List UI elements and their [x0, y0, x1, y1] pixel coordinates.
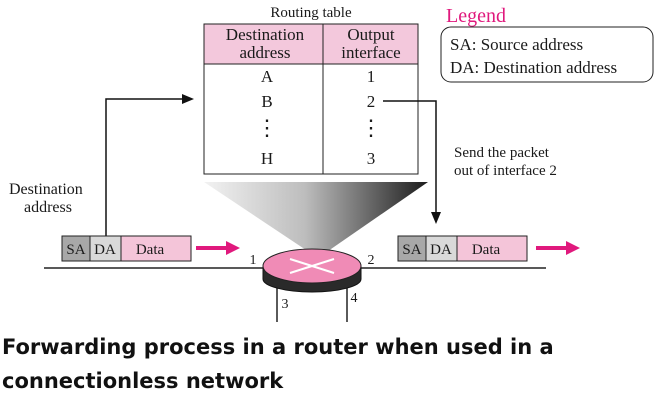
packet-data-label: Data: [136, 242, 165, 258]
router-interface-label: 4: [351, 291, 358, 306]
packet-da-field: [425, 235, 458, 262]
router-interface-label: 2: [368, 253, 375, 268]
forward-arrow: [383, 100, 441, 224]
header-output-line2: interface: [341, 43, 400, 62]
header-output-line1: Output: [347, 25, 395, 44]
legend-title: Legend: [446, 5, 506, 27]
table-cell-interface: 3: [367, 149, 376, 168]
table-body: [203, 63, 419, 175]
legend-item: DA: Destination address: [450, 58, 617, 77]
outgoing-direction-arrow: [536, 241, 580, 255]
outgoing-packet: SA DA Data: [397, 235, 528, 262]
table-cell-interface: ⋮: [360, 115, 382, 140]
packet-data-label: Data: [472, 242, 501, 258]
routing-table-title: Routing table: [270, 5, 352, 21]
incoming-direction-arrow: [196, 241, 240, 255]
legend-item: SA: Source address: [450, 35, 583, 54]
table-cell-interface: 2: [367, 92, 376, 111]
packet-da-label: DA: [94, 242, 116, 258]
packet-da-label: DA: [430, 242, 452, 258]
table-cell-destination: H: [261, 149, 273, 168]
router: 1 2 3 4: [250, 248, 375, 322]
incoming-packet: SA DA Data: [61, 235, 192, 262]
routing-table: Destination address Output interface A 1…: [203, 23, 419, 175]
legend-box: [440, 26, 654, 83]
table-cell-interface: 1: [367, 67, 376, 86]
caption-line: Forwarding process in a router when used…: [2, 335, 554, 359]
packet-data-field: [456, 235, 528, 262]
header-destination-line2: address: [240, 43, 291, 62]
packet-da-field: [89, 235, 122, 262]
table-cell-destination: A: [261, 67, 274, 86]
destination-address-label-line1: Destination: [9, 181, 83, 198]
router-cross-icon: [289, 258, 335, 274]
packet-sa-label: SA: [402, 242, 421, 258]
packet-sa-label: SA: [66, 242, 85, 258]
packet-sa-field: [61, 235, 91, 262]
send-packet-label-line2: out of interface 2: [454, 163, 557, 179]
caption-line: connectionless network: [2, 369, 284, 393]
lookup-funnel: [204, 182, 428, 258]
router-interface-label: 1: [250, 253, 257, 268]
header-destination-line1: Destination: [226, 25, 305, 44]
send-packet-label-line1: Send the packet: [454, 145, 550, 161]
forwarding-diagram: Routing table Destination address Output…: [9, 5, 654, 322]
figure-caption: Forwarding process in a router when used…: [2, 330, 602, 398]
packet-data-field: [120, 235, 192, 262]
table-header-bg: [203, 23, 419, 65]
table-cell-destination: ⋮: [256, 115, 278, 140]
table-cell-destination: B: [261, 92, 272, 111]
destination-address-label-line2: address: [24, 199, 72, 216]
lookup-arrow: [105, 94, 194, 238]
router-interface-label: 3: [282, 297, 289, 312]
